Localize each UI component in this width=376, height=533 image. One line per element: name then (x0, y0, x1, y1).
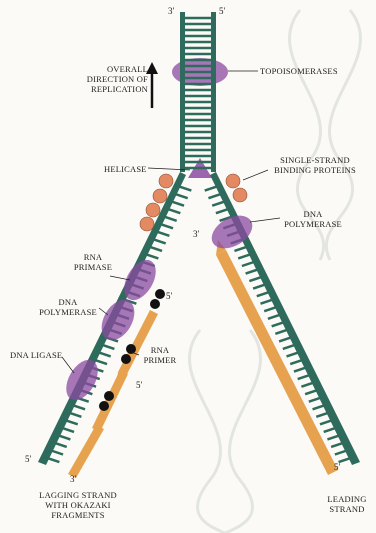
base-pair-rung (279, 337, 291, 341)
base-pair-rung (253, 285, 265, 289)
base-pair-rung (290, 360, 302, 364)
base-pair-rung (58, 435, 70, 439)
base-pair-rung (62, 428, 74, 432)
rna-primer-label: RNA PRIMER (140, 345, 180, 365)
base-pair-rung (55, 443, 67, 447)
base-pair-rung (66, 420, 78, 424)
base-pair-rung (216, 209, 228, 213)
base-pair-rung (316, 413, 328, 417)
base-pair-rung (260, 300, 272, 304)
dna-polymerase-right-label: DNA POLYMERASE (278, 209, 348, 229)
base-pair-rung (234, 247, 246, 251)
base-pair-rung (238, 254, 250, 258)
dna-polymerase-left-label: DNA POLYMERASE (36, 297, 100, 317)
base-pair-rung (294, 368, 306, 372)
base-pair-rung (150, 247, 162, 251)
base-pair-rung (327, 435, 339, 439)
base-pair-rung (208, 194, 220, 198)
base-pair-rung (257, 292, 269, 296)
direction-label: OVERALL DIRECTION OF REPLICATION (62, 64, 148, 94)
base-pair-rung (331, 443, 343, 447)
leading-new-strand (216, 240, 338, 475)
base-pair-rung (246, 270, 258, 274)
topoisomerases-label: TOPOISOMERASES (260, 66, 338, 76)
base-pair-rung (301, 383, 313, 387)
leading-strand-label: LEADING STRAND (322, 494, 372, 514)
base-pair-rung (157, 232, 169, 236)
ssb-label: SINGLE-STRAND BINDING PROTEINS (265, 155, 365, 175)
base-pair-rung (176, 194, 188, 198)
base-pair-rung (287, 352, 299, 356)
prime-right-polymerase: 3′ (193, 229, 199, 239)
base-pair-rung (102, 345, 114, 349)
base-pair-rung (264, 307, 276, 311)
prime-primer-upper: 5′ (166, 291, 172, 301)
base-pair-rung (95, 360, 107, 364)
base-pair-rung (320, 420, 332, 424)
base-pair-rung (168, 209, 180, 213)
base-pair-rung (69, 413, 81, 417)
prime-bottom-right: 5′ (334, 462, 340, 472)
rna-primase-label: RNA PRIMASE (70, 252, 116, 272)
base-pair-rung (47, 458, 59, 462)
prime-bottom-left: 5′ (25, 454, 31, 464)
prime-bottom-lagging: 3′ (70, 474, 76, 484)
base-pair-rung (313, 405, 325, 409)
prime-primer-lower: 5′ (136, 380, 142, 390)
base-pair-rung (73, 405, 85, 409)
base-pair-rung (146, 254, 158, 258)
base-pair-rung (335, 451, 347, 455)
base-pair-rung (309, 398, 321, 402)
base-pair-rung (272, 322, 284, 326)
prime-top-left: 3′ (168, 6, 174, 16)
base-pair-rung (179, 187, 191, 191)
lagging-strand-label: LAGGING STRAND WITH OKAZAKI FRAGMENTS (28, 490, 128, 520)
base-pair-rung (51, 451, 63, 455)
helicase-label: HELICASE (104, 164, 147, 174)
base-pair-rung (305, 390, 317, 394)
base-pair-rung (165, 217, 177, 221)
parental-dna (180, 12, 216, 172)
base-pair-rung (298, 375, 310, 379)
base-pair-rung (249, 277, 261, 281)
base-pair-rung (275, 330, 287, 334)
base-pair-rung (99, 352, 111, 356)
base-pair-rung (212, 202, 224, 206)
base-pair-rung (205, 187, 217, 191)
base-pair-rung (242, 262, 254, 266)
base-pair-rung (161, 224, 173, 228)
base-pair-rung (283, 345, 295, 349)
base-pair-rung (324, 428, 336, 432)
base-pair-rung (172, 202, 184, 206)
dna-ligase-label: DNA LIGASE (10, 350, 62, 360)
base-pair-rung (268, 315, 280, 319)
prime-top-right: 5′ (219, 6, 225, 16)
base-pair-rung (154, 239, 166, 243)
